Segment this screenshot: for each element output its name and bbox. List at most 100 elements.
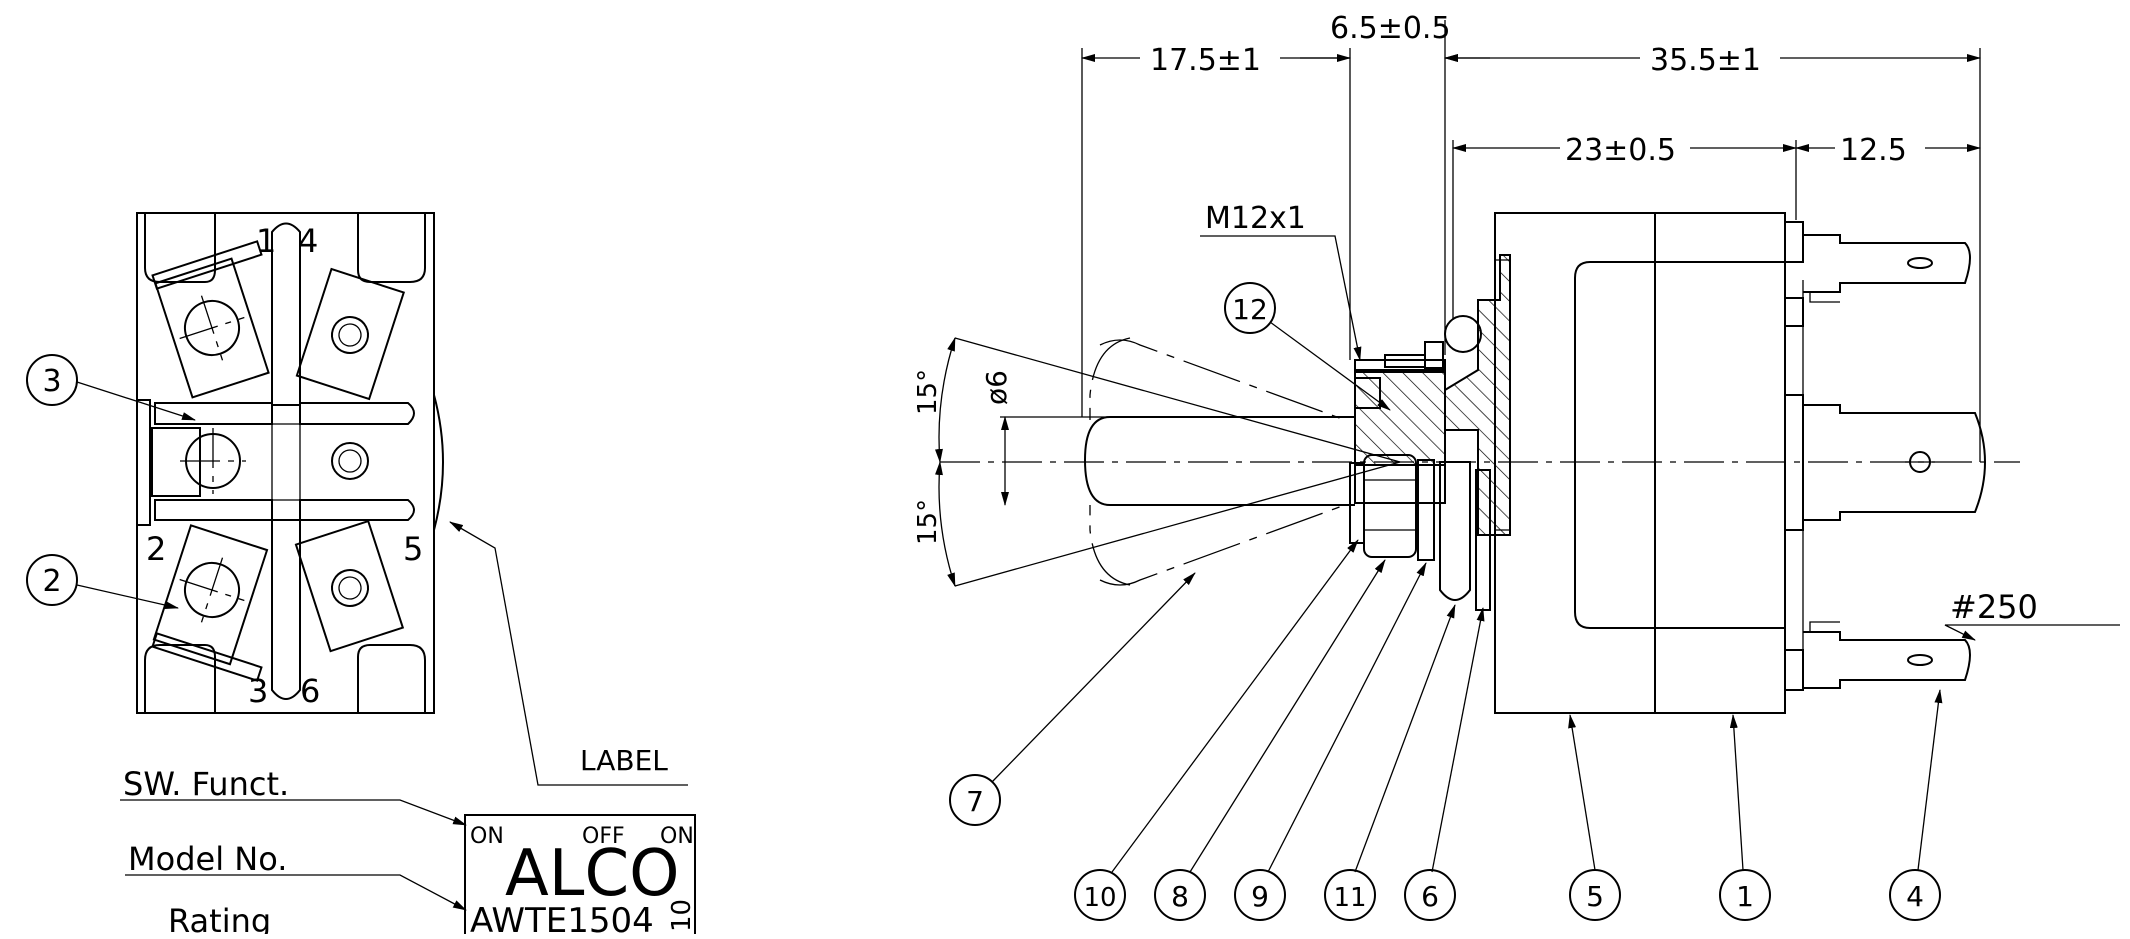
callout-number: 2 <box>42 564 61 599</box>
leader-line <box>1568 714 1596 871</box>
leader-line-sw-funct <box>120 799 467 826</box>
phantom-lever-up <box>1099 339 1346 421</box>
center-cross <box>271 423 301 501</box>
callout-number: 5 <box>1586 880 1604 913</box>
dimension-35-5: 35.5±1 <box>1650 43 1761 78</box>
callout-number: 9 <box>1251 880 1269 913</box>
terminal-bottom <box>1784 621 1971 691</box>
dimension-23: 23±0.5 <box>1565 133 1676 168</box>
callout-number: 8 <box>1171 880 1189 913</box>
leader-line <box>1111 539 1359 873</box>
callout-number: 3 <box>42 364 61 399</box>
switch-body <box>1494 212 1786 714</box>
contact-plate-lower-left <box>152 524 269 666</box>
side-view: 15° 15° ø6 <box>913 11 2120 921</box>
terminal-number: 4 <box>298 222 318 260</box>
terminal-number: 5 <box>403 530 423 568</box>
callout-balloon <box>26 554 78 606</box>
diameter-label: ø6 <box>980 370 1013 405</box>
leader-line <box>1354 604 1456 873</box>
contact-plate-upper-left <box>154 257 270 399</box>
leader-line <box>1431 607 1485 873</box>
label-plate-side: 10 <box>667 899 697 932</box>
angle-arc-down <box>934 461 956 587</box>
toggle-lever <box>1083 416 1355 506</box>
center-contact-right <box>331 442 369 480</box>
angle-line-up <box>954 337 1401 463</box>
callout-balloon <box>949 774 1001 826</box>
callout-number: 6 <box>1421 880 1439 913</box>
label-plate-off: OFF <box>582 824 625 849</box>
callout-balloon <box>1074 869 1126 921</box>
callout-number: 7 <box>966 785 984 818</box>
leader-line <box>1189 559 1386 873</box>
terminal-top <box>1784 221 1971 303</box>
front-view-outline <box>136 212 435 714</box>
label-plate-on-left: ON <box>470 824 504 849</box>
vertical-slot-bottom <box>271 519 301 700</box>
callout-balloon <box>1154 869 1206 921</box>
callout-number: 4 <box>1906 880 1924 913</box>
leader-line <box>991 572 1196 783</box>
leader-line <box>1917 689 1943 871</box>
phantom-lever-down-tip <box>1089 505 1131 586</box>
callout-number: 10 <box>1083 883 1116 913</box>
bushing-end <box>1354 377 1381 409</box>
terminal-middle <box>1784 297 1986 531</box>
terminal-size-label: #250 <box>1950 588 2038 626</box>
label-plate <box>464 814 696 939</box>
corner-pocket-tr <box>357 213 426 283</box>
dimension-6-5: 6.5±0.5 <box>1330 11 1451 46</box>
callout-balloon <box>1324 869 1376 921</box>
dimension-17-5: 17.5±1 <box>1150 43 1261 78</box>
leader-line-label <box>449 521 688 786</box>
angle-label-up: 15° <box>913 369 943 415</box>
thread-label: M12x1 <box>1205 201 1306 236</box>
sw-funct-note: SW. Funct. <box>123 765 289 803</box>
horizontal-slot-left-bottom <box>154 499 273 521</box>
rating-note: Rating <box>168 902 271 934</box>
front-view: 1 4 2 5 3 6 3 2 LABEL SW. Funct. Model N… <box>26 212 697 939</box>
label-bulge <box>433 394 444 531</box>
side-block <box>151 427 201 497</box>
body-inner-housing <box>1574 261 1786 629</box>
leader-line <box>76 584 179 610</box>
contact-strip-upper <box>151 240 263 290</box>
bushing-lower <box>1354 464 1446 504</box>
detent-ball <box>1444 315 1482 353</box>
corner-pocket-tl <box>144 213 216 283</box>
phantom-lever-down <box>1099 504 1346 586</box>
horizontal-slot-right-top <box>299 402 415 425</box>
callout-balloon <box>1234 869 1286 921</box>
leader-line-terminal-size <box>1944 624 2120 641</box>
horizontal-slot-left-top <box>154 402 273 425</box>
label-plate-on-right: ON <box>660 824 694 849</box>
callout-number: 1 <box>1736 880 1754 913</box>
terminal-number: 6 <box>300 672 320 710</box>
dimension-12-5: 12.5 <box>1840 133 1907 168</box>
callout-balloon <box>1404 869 1456 921</box>
label-plate-brand: ALCO <box>505 837 680 911</box>
leader-line <box>1269 321 1391 411</box>
callout-number: 11 <box>1333 883 1366 913</box>
terminal-number: 1 <box>256 222 276 260</box>
threaded-bushing-section <box>1354 369 1446 466</box>
leader-line-model-no <box>125 874 467 911</box>
angle-label-down: 15° <box>913 499 943 545</box>
thread-top <box>1354 359 1446 373</box>
corner-pocket-br <box>357 644 426 713</box>
terminal-number: 2 <box>146 530 166 568</box>
contact-strip-lower <box>151 632 263 682</box>
leader-line <box>1267 562 1427 873</box>
contact-plate-upper-right <box>295 267 406 401</box>
side-bracket <box>137 399 151 526</box>
leader-line <box>1729 714 1744 871</box>
callout-balloon <box>1719 869 1771 921</box>
leader-line-thread <box>1200 235 1362 361</box>
angle-line-down <box>954 461 1401 587</box>
callout-balloon <box>1224 282 1276 334</box>
o-ring <box>1439 461 1471 601</box>
phantom-lever-up-tip <box>1089 337 1131 420</box>
